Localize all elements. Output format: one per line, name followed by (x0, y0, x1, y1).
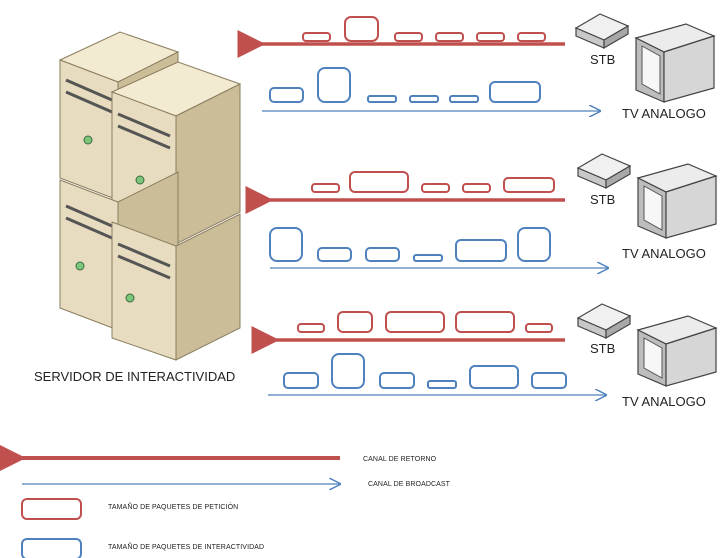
request-packet (349, 171, 409, 193)
interactive-packet (531, 372, 567, 389)
request-packet (517, 32, 546, 42)
tv-label: TV ANALOGO (622, 394, 706, 409)
request-packet (435, 32, 464, 42)
request-packet (421, 183, 450, 193)
interactive-packet (365, 247, 400, 262)
request-packet (311, 183, 340, 193)
server-rack-icon (58, 31, 242, 361)
request-packet (302, 32, 331, 42)
tv-icon (636, 163, 718, 239)
server-label: SERVIDOR DE INTERACTIVIDAD (34, 369, 236, 384)
interactive-packet (413, 254, 443, 262)
interactive-packet (517, 227, 551, 262)
request-packet (476, 32, 505, 42)
stb-label: STB (590, 341, 616, 356)
request-packet (525, 323, 553, 333)
request-packet (503, 177, 555, 193)
interactive-packet (317, 67, 351, 103)
tv-label: TV ANALOGO (622, 246, 706, 261)
interactive-packet (331, 353, 365, 389)
legend-return-label: CANAL DE RETORNO (363, 456, 437, 463)
legend-request-packet-label: TAMAÑO DE PAQUETES DE PETICIÓN (108, 504, 239, 511)
legend-broadcast-label: CANAL DE BROADCAST (368, 481, 451, 488)
legend-interactive-packet-label: TAMAÑO DE PAQUETES DE INTERACTIVIDAD (108, 544, 265, 551)
interactive-packet (269, 87, 304, 103)
interactive-packet (427, 380, 457, 389)
interactive-packet (449, 95, 479, 103)
request-packet (462, 183, 491, 193)
stb-icon (574, 13, 630, 50)
interactive-packet (489, 81, 541, 103)
interactive-packet (367, 95, 397, 103)
stb-icon (576, 153, 632, 190)
stb-icon (576, 303, 632, 340)
legend (0, 442, 340, 558)
interactive-packet (269, 227, 303, 262)
channel-group-2 (245, 171, 608, 268)
interactive-packet (469, 365, 519, 389)
channel-group-3 (251, 311, 606, 395)
interactive-packet (317, 247, 352, 262)
request-packet (455, 311, 515, 333)
interactive-packet (283, 372, 319, 389)
request-packet (385, 311, 445, 333)
stb-label: STB (590, 52, 616, 67)
request-packet (337, 311, 373, 333)
stb-label: STB (590, 192, 616, 207)
request-packet (394, 32, 423, 42)
request-packet (297, 323, 325, 333)
interactive-packet (455, 239, 507, 262)
request-packet (344, 16, 379, 42)
tv-icon (636, 315, 718, 387)
tv-label: TV ANALOGO (622, 106, 706, 121)
channel-group-1 (237, 16, 600, 111)
legend-request-packet (21, 498, 82, 520)
legend-interactive-packet (21, 538, 82, 558)
interactive-packet (379, 372, 415, 389)
tv-icon (634, 23, 716, 103)
interactive-packet (409, 95, 439, 103)
